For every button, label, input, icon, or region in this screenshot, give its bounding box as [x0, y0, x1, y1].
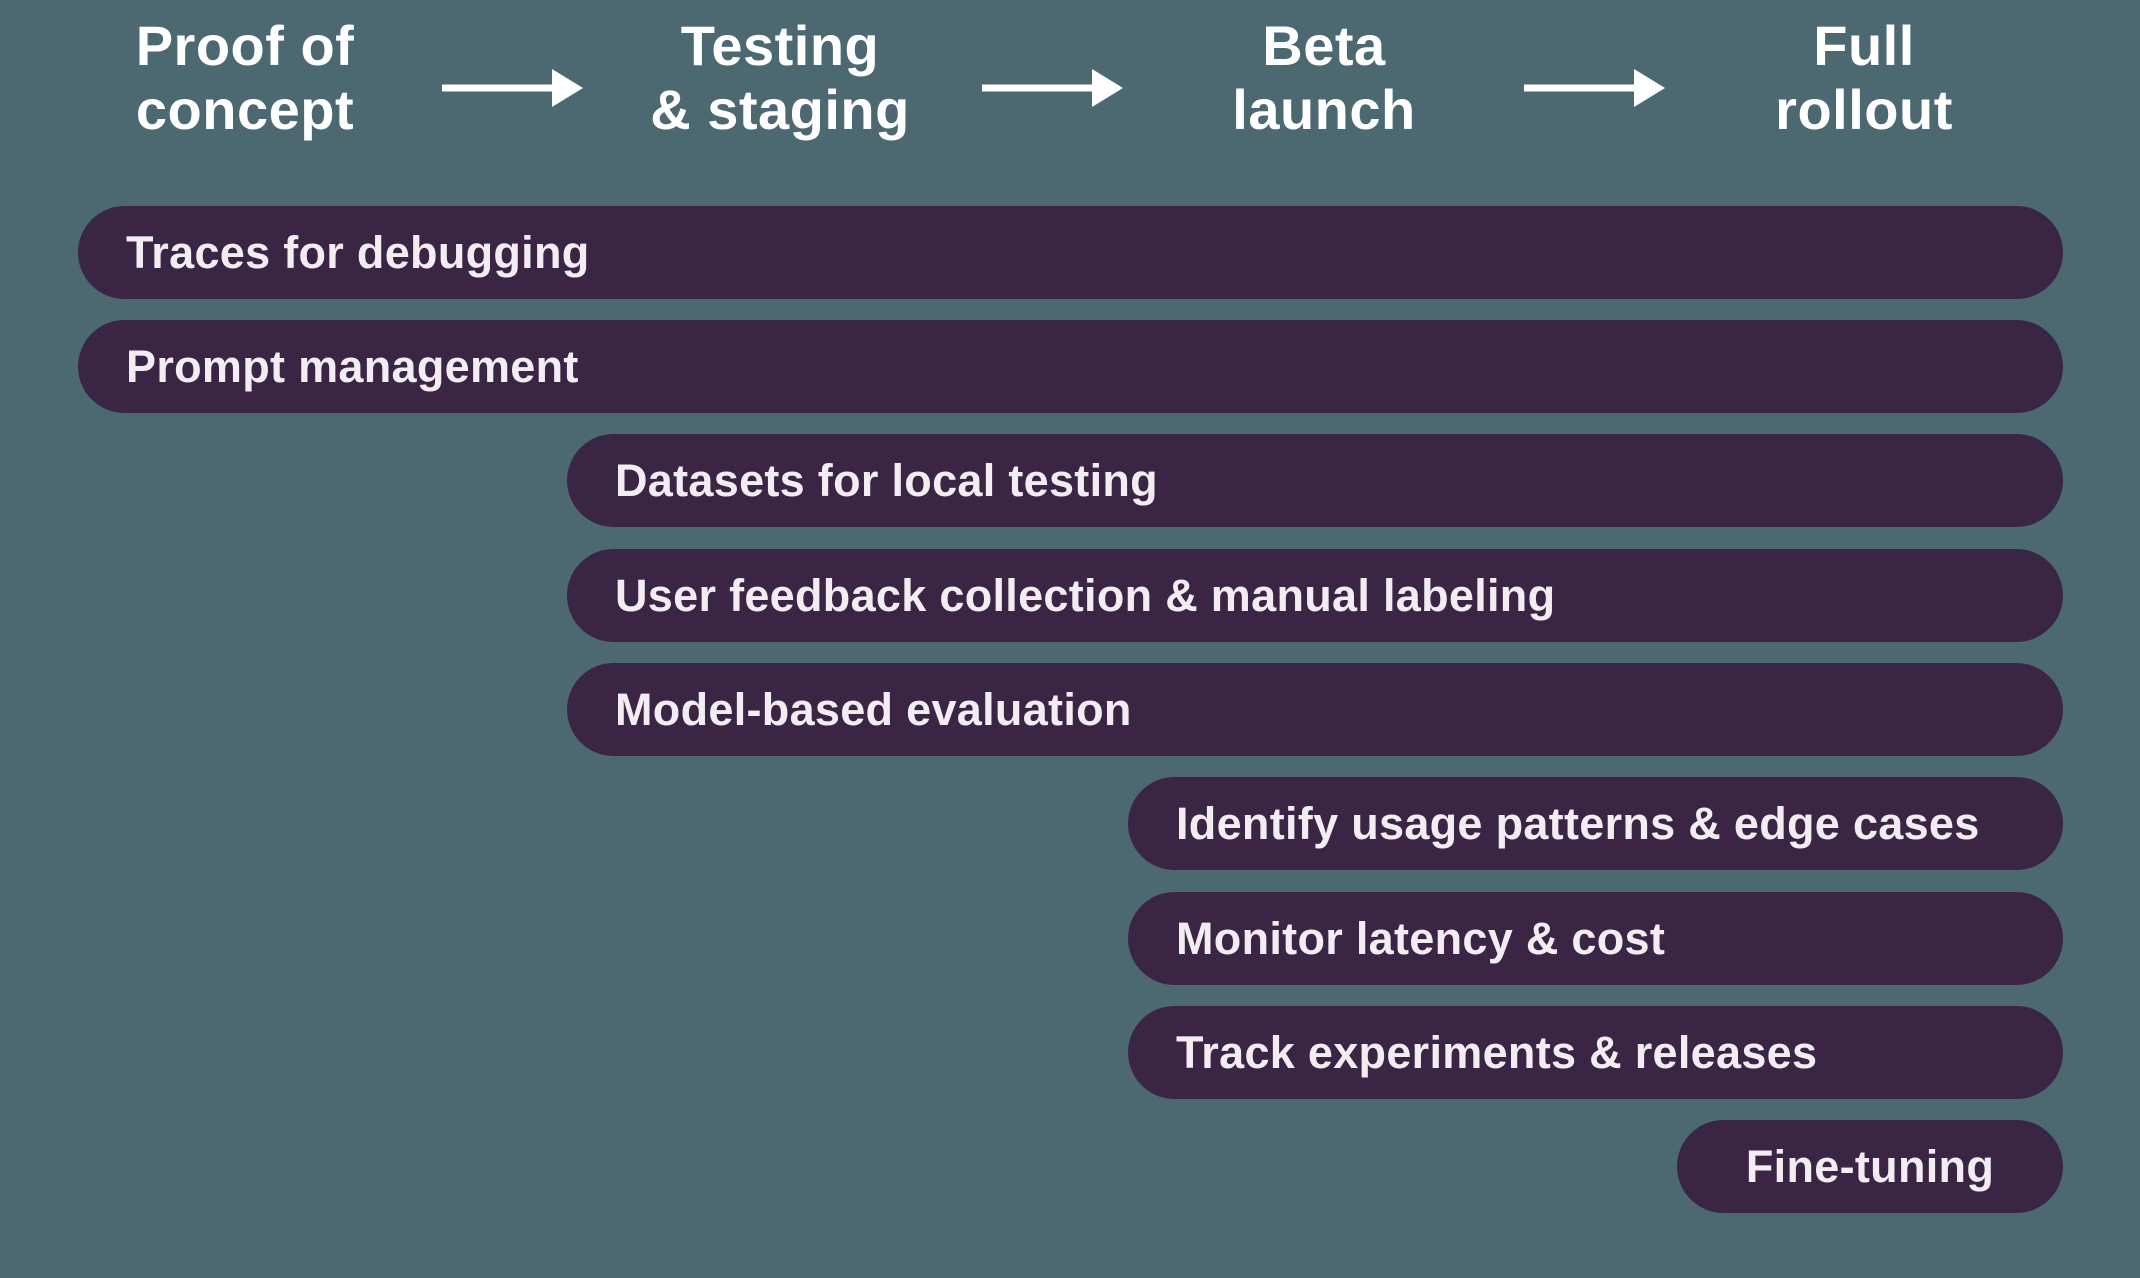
bar-model-based-evaluation: Model-based evaluation: [567, 663, 2063, 756]
bar-user-feedback-collection: User feedback collection & manual labeli…: [567, 549, 2063, 642]
arrow-right-icon: [442, 69, 583, 107]
stage-header-line: Proof of: [135, 14, 355, 77]
bar-label: Identify usage patterns & edge cases: [1176, 797, 1980, 849]
stage-header-line: launch: [1232, 78, 1416, 141]
bar-label: Prompt management: [126, 340, 579, 392]
bar-label: Fine-tuning: [1745, 1140, 1995, 1192]
stage-header-full-rollout: Full rollout: [1644, 14, 2084, 142]
stage-header-line: concept: [135, 78, 355, 141]
bar-label: Monitor latency & cost: [1176, 912, 1666, 964]
bar-track-experiments-releases: Track experiments & releases: [1128, 1006, 2063, 1099]
bar-identify-usage-patterns: Identify usage patterns & edge cases: [1128, 777, 2063, 870]
stage-header-line: Full: [1813, 14, 1915, 77]
bar-label: Track experiments & releases: [1176, 1026, 1818, 1078]
stage-header-line: Testing: [680, 14, 880, 77]
bar-prompt-management: Prompt management: [78, 320, 2063, 413]
stage-header-proof-of-concept: Proof of concept: [25, 14, 465, 142]
bar-traces-for-debugging: Traces for debugging: [78, 206, 2063, 299]
bar-label: User feedback collection & manual labeli…: [615, 569, 1556, 621]
bar-label: Traces for debugging: [126, 226, 590, 278]
bar-datasets-for-local-testing: Datasets for local testing: [567, 434, 2063, 527]
stage-header-line: & staging: [650, 78, 910, 141]
stage-header-beta-launch: Beta launch: [1104, 14, 1544, 142]
bar-monitor-latency-cost: Monitor latency & cost: [1128, 892, 2063, 985]
bar-fine-tuning: Fine-tuning: [1677, 1120, 2063, 1213]
arrow-right-icon: [1524, 69, 1665, 107]
stage-header-line: rollout: [1775, 78, 1953, 141]
bar-label: Model-based evaluation: [615, 683, 1132, 735]
stage-header-testing-staging: Testing & staging: [560, 14, 1000, 142]
arrow-right-icon: [982, 69, 1123, 107]
bar-label: Datasets for local testing: [615, 454, 1158, 506]
stage-header-line: Beta: [1262, 14, 1386, 77]
